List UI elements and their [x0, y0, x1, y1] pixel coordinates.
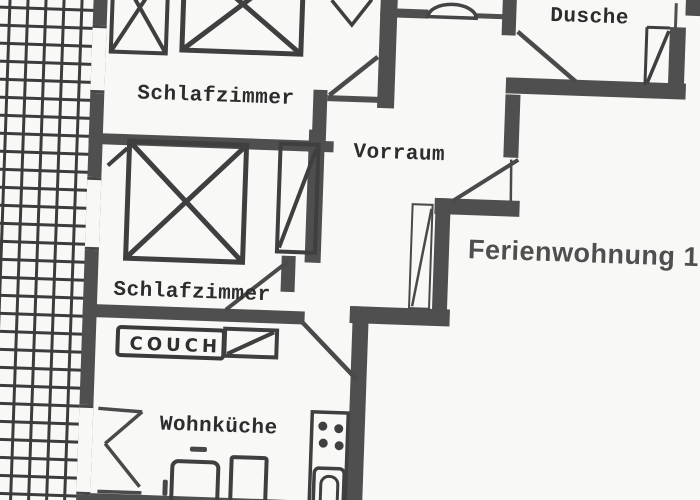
- walls: [75, 0, 700, 500]
- couch-icon: COUCH: [115, 325, 227, 361]
- door-swing-icon: [224, 260, 289, 312]
- coat-rack-icon: [330, 0, 374, 28]
- nightstand-icon: [106, 146, 129, 167]
- table-icon: [222, 326, 280, 360]
- wardrobe-icon: [108, 0, 171, 56]
- bed-icon: [179, 0, 307, 57]
- wardrobe-icon: [274, 141, 321, 255]
- door-swing-icon: [450, 158, 520, 204]
- couch-label: COUCH: [129, 333, 221, 357]
- entrance-door-icon: [407, 203, 434, 310]
- shower-icon: [643, 25, 671, 86]
- balcony-door-icon: [97, 406, 144, 495]
- stove-icon: [318, 421, 344, 451]
- kitchen-sink-icon: [311, 466, 346, 500]
- label-vorraum: Vorraum: [353, 141, 445, 167]
- windows: [76, 24, 107, 496]
- label-schlafzimmer-bottom: Schlafzimmer: [113, 279, 271, 307]
- door-swing-icon: [300, 320, 360, 382]
- label-wohnkueche: Wohnküche: [159, 413, 278, 440]
- washbasin-icon: [426, 2, 478, 21]
- door-swing-icon: [327, 55, 380, 97]
- door-swing-icon: [516, 30, 578, 84]
- label-schlafzimmer-top: Schlafzimmer: [137, 82, 295, 110]
- bed-icon: [122, 138, 250, 265]
- table-icon: [162, 446, 207, 496]
- kitchen-unit: [306, 409, 351, 500]
- label-dusche: Dusche: [550, 5, 629, 31]
- balcony-grid: [0, 0, 96, 500]
- chair-icon: [227, 455, 269, 500]
- chair-icon: [168, 459, 221, 500]
